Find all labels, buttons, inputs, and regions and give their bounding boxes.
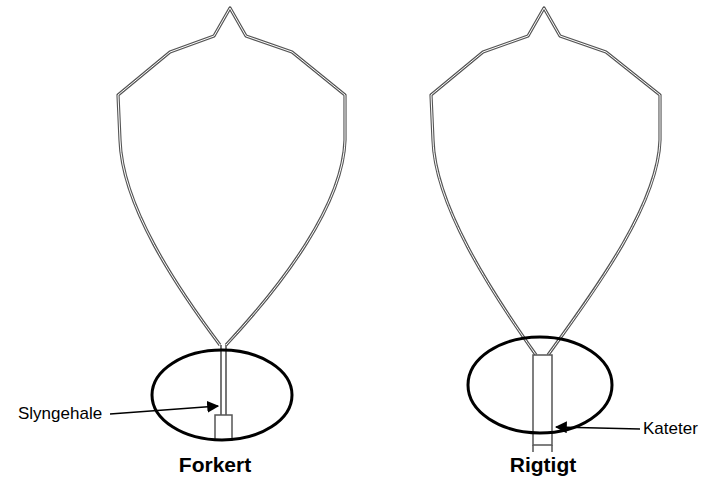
leader-arrow (110, 406, 218, 414)
highlight-ellipse (468, 337, 612, 433)
catheter-tip (215, 415, 232, 440)
part-label: Kateter (643, 419, 698, 439)
highlight-ellipse (152, 350, 292, 440)
caption-label: Forkert (179, 453, 251, 477)
snare-loop (431, 8, 660, 355)
leader-arrow (556, 427, 640, 429)
caption-label: Rigtigt (510, 453, 576, 477)
catheter (532, 445, 534, 452)
catheter (551, 445, 553, 452)
part-label: Slyngehale (18, 404, 102, 424)
snare-loop (118, 8, 345, 415)
